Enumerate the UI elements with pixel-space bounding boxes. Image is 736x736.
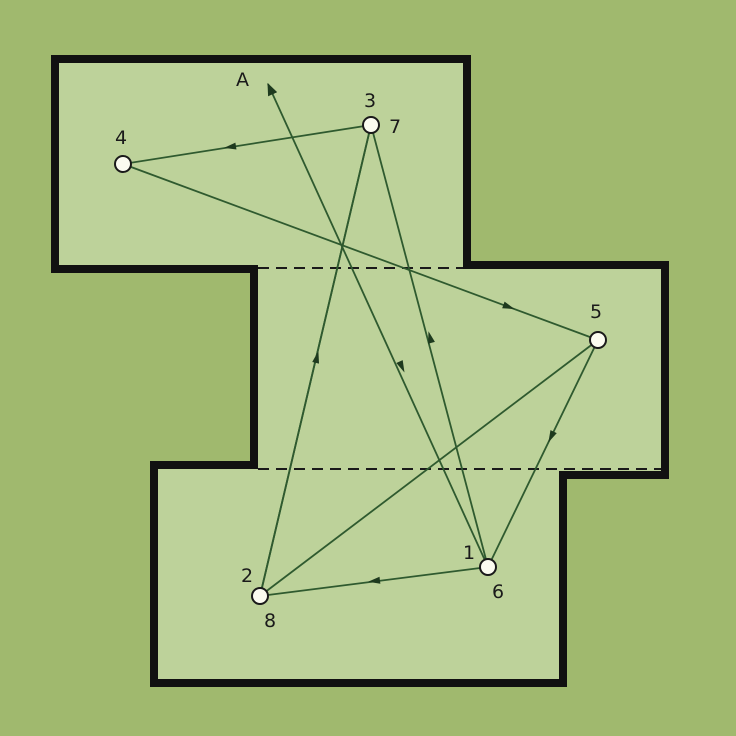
arrow-3-to-4: [224, 142, 237, 150]
station-4: [114, 155, 132, 173]
segment-6-a: [267, 82, 489, 568]
label-a: A: [236, 69, 249, 91]
arrow-1-to-2: [368, 576, 381, 584]
label-8: 8: [264, 610, 276, 632]
segment-6-7: [370, 124, 489, 568]
label-5: 5: [590, 301, 602, 323]
label-3: 3: [364, 90, 376, 112]
segment-3-4: [122, 124, 372, 165]
station-3-7: [362, 116, 380, 134]
station-1-6: [479, 558, 497, 576]
direction-arrows: [224, 142, 557, 584]
label-1: 1: [463, 542, 475, 564]
arrow-6-to-a: [396, 360, 405, 373]
label-7: 7: [389, 116, 401, 138]
arrow-6-to-7: [428, 331, 435, 344]
segment-4-5: [122, 163, 599, 341]
station-2-8: [251, 587, 269, 605]
floor-plan-outline: [51, 55, 669, 687]
label-6: 6: [492, 581, 504, 603]
station-5: [589, 331, 607, 349]
arrow-4-to-5: [502, 301, 515, 310]
segment-8-5: [259, 339, 599, 597]
label-4: 4: [115, 127, 127, 149]
label-2: 2: [241, 565, 253, 587]
segment-5-6: [487, 339, 599, 568]
arrow-5-to-6: [548, 430, 557, 443]
arrow-2-to-3: [312, 351, 320, 364]
stations: [114, 116, 607, 605]
